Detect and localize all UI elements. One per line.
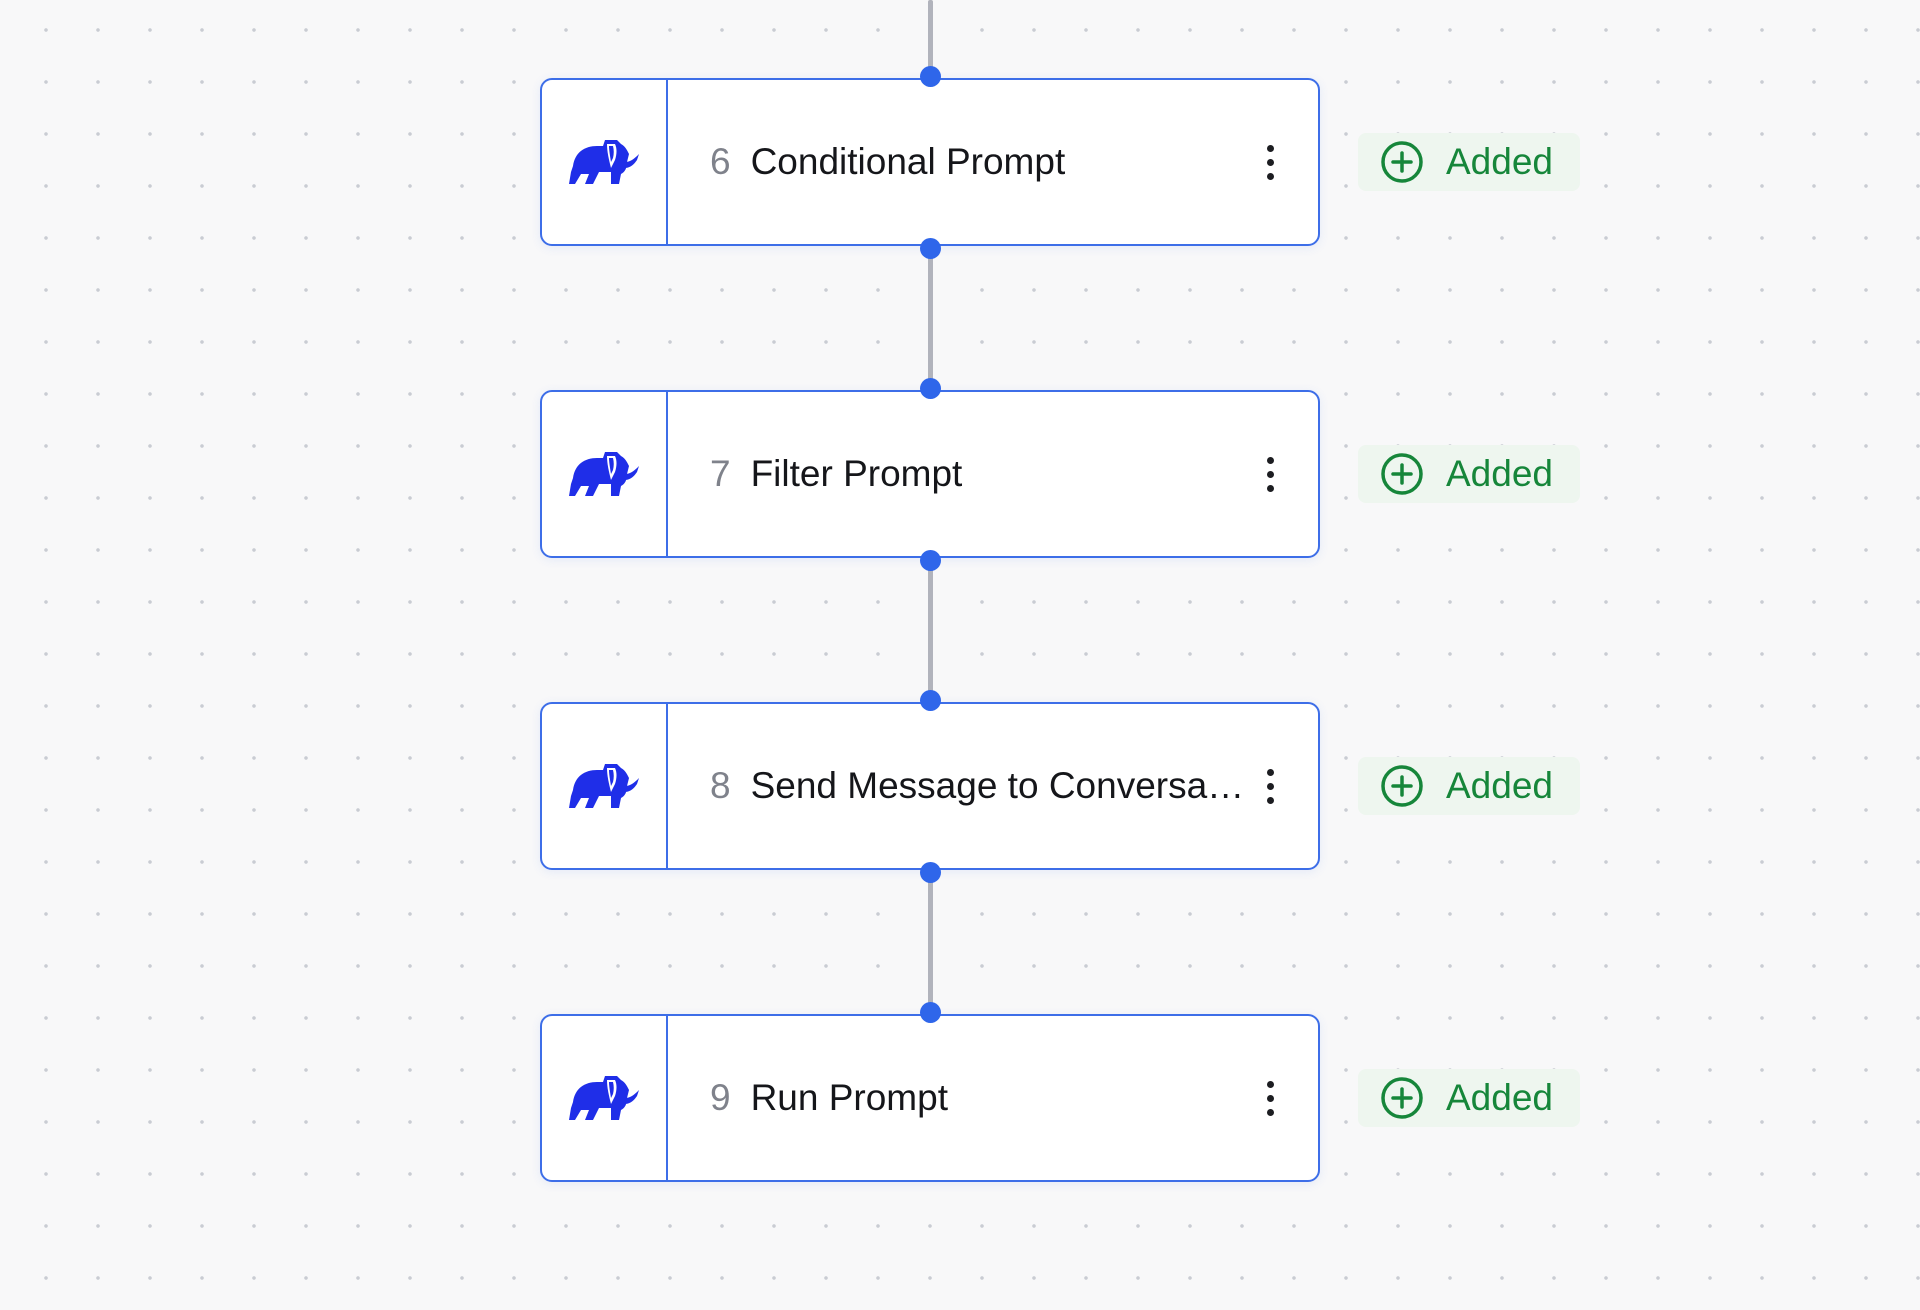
node-title: Run Prompt	[750, 1077, 948, 1118]
added-badge: Added	[1358, 133, 1580, 191]
node-number: 8	[710, 765, 731, 806]
more-vertical-icon[interactable]	[1252, 1068, 1288, 1128]
elephant-icon	[569, 764, 639, 808]
node-output-port[interactable]	[920, 862, 941, 883]
connector-line	[928, 560, 933, 702]
node-number: 9	[710, 1077, 731, 1118]
added-badge: Added	[1358, 1069, 1580, 1127]
node-icon-cell	[542, 80, 668, 244]
added-status: Added	[1446, 141, 1553, 182]
more-vertical-icon[interactable]	[1252, 444, 1288, 504]
added-status: Added	[1446, 765, 1553, 806]
node-title: Conditional Prompt	[750, 141, 1066, 182]
node-icon-cell	[542, 704, 668, 868]
connector-line	[928, 248, 933, 390]
plus-circle-icon	[1381, 453, 1423, 495]
node-output-port[interactable]	[920, 550, 941, 571]
node-output-port[interactable]	[920, 238, 941, 259]
more-vertical-icon[interactable]	[1252, 132, 1288, 192]
added-status: Added	[1446, 1077, 1553, 1118]
plus-circle-icon	[1381, 1077, 1423, 1119]
node-title: Send Message to Conversation	[750, 765, 1252, 806]
added-badge: Added	[1358, 757, 1580, 815]
workflow-node[interactable]: 8 Send Message to Conversation	[540, 702, 1320, 870]
node-number: 6	[710, 141, 731, 182]
added-badge: Added	[1358, 445, 1580, 503]
elephant-icon	[569, 1076, 639, 1120]
node-icon-cell	[542, 1016, 668, 1180]
workflow-node[interactable]: 6 Conditional Prompt	[540, 78, 1320, 246]
added-status: Added	[1446, 453, 1553, 494]
node-input-port[interactable]	[920, 1002, 941, 1023]
node-input-port[interactable]	[920, 66, 941, 87]
node-number: 7	[710, 453, 731, 494]
node-title: Filter Prompt	[750, 453, 963, 494]
elephant-icon	[569, 452, 639, 496]
node-icon-cell	[542, 392, 668, 556]
connector-line	[928, 0, 933, 78]
plus-circle-icon	[1381, 141, 1423, 183]
connector-line	[928, 872, 933, 1014]
elephant-icon	[569, 140, 639, 184]
plus-circle-icon	[1381, 765, 1423, 807]
more-vertical-icon[interactable]	[1252, 756, 1288, 816]
workflow-node[interactable]: 9 Run Prompt	[540, 1014, 1320, 1182]
workflow-node[interactable]: 7 Filter Prompt	[540, 390, 1320, 558]
node-input-port[interactable]	[920, 378, 941, 399]
node-input-port[interactable]	[920, 690, 941, 711]
